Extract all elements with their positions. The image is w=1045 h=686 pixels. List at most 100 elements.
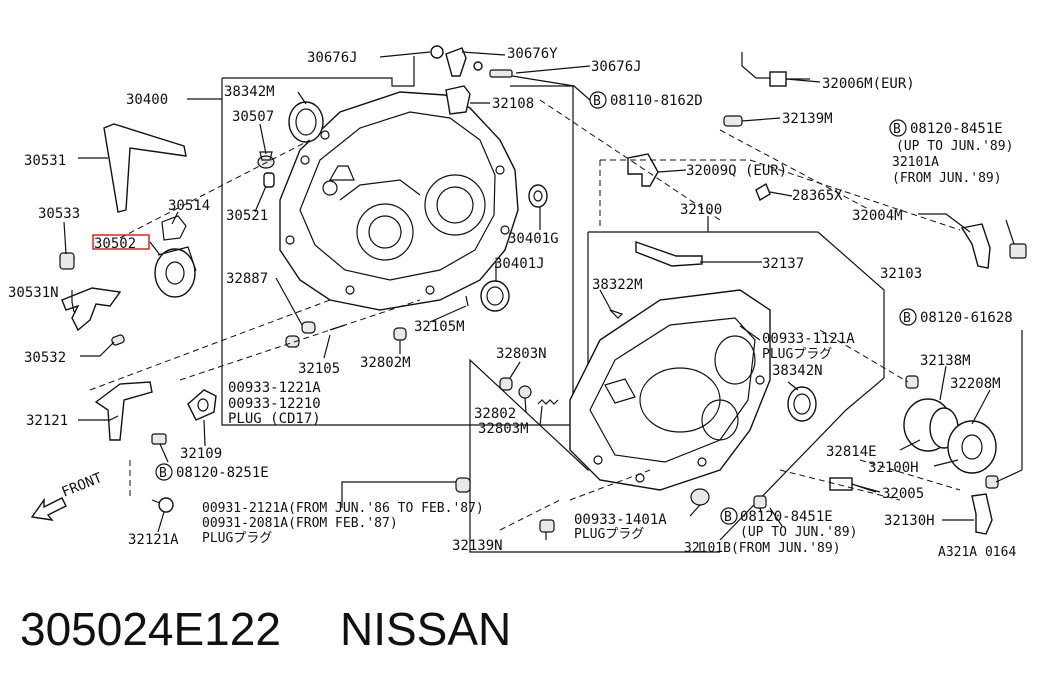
label-32802[interactable]: 32802 bbox=[474, 406, 516, 422]
label-32100[interactable]: 32100 bbox=[680, 202, 722, 218]
plug-32887 bbox=[285, 321, 316, 348]
seal-38342N bbox=[787, 386, 817, 422]
label-00933-1401A[interactable]: 00933-1401A bbox=[574, 512, 667, 528]
bolt-32121A bbox=[151, 497, 174, 513]
label-32121[interactable]: 32121 bbox=[26, 413, 68, 429]
sensor-32006M bbox=[741, 52, 810, 87]
label-00931-2081A[interactable]: 00931-2081A(FROM FEB.'87) bbox=[202, 516, 398, 531]
spring-32803M bbox=[537, 399, 559, 405]
pin-30521 bbox=[263, 172, 275, 188]
label-30532[interactable]: 30532 bbox=[24, 350, 66, 366]
label-30521[interactable]: 30521 bbox=[226, 208, 268, 224]
label-30676J-b[interactable]: 30676J bbox=[591, 59, 642, 75]
label-30401G[interactable]: 30401G bbox=[508, 231, 559, 247]
label-32803N[interactable]: 32803N bbox=[496, 346, 547, 362]
leader-lines bbox=[63, 51, 1023, 552]
label-00933-1221A[interactable]: 00933-1221A bbox=[228, 380, 321, 396]
bolt-08120-8451E-bottom bbox=[753, 495, 767, 509]
dashed-assembly-lines bbox=[89, 99, 961, 531]
label-08120-8451E-bottom[interactable]: 08120-8451E bbox=[740, 509, 833, 525]
label-28365X[interactable]: 28365X bbox=[792, 188, 843, 204]
bracket-32121 bbox=[94, 381, 153, 441]
label-30400[interactable]: 30400 bbox=[126, 92, 168, 108]
label-32208M[interactable]: 32208M bbox=[950, 376, 1001, 392]
bolt-symbol-letter: B bbox=[903, 311, 911, 326]
label-reference-code: A321A 0164 bbox=[938, 545, 1016, 560]
bolt-symbol bbox=[589, 91, 607, 109]
lever-30531 bbox=[103, 123, 187, 213]
label-38342M[interactable]: 38342M bbox=[224, 84, 275, 100]
sensor-32005 bbox=[829, 477, 877, 493]
caption-brand: NISSAN bbox=[340, 603, 511, 655]
label-32803M[interactable]: 32803M bbox=[478, 421, 529, 437]
label-32802M[interactable]: 32802M bbox=[360, 355, 411, 371]
label-32105M[interactable]: 32105M bbox=[414, 319, 465, 335]
part-32109 bbox=[187, 389, 217, 421]
bolt-32139M bbox=[723, 115, 743, 127]
bolt-08120-61628 bbox=[985, 475, 999, 489]
label-30507[interactable]: 30507 bbox=[232, 109, 274, 125]
label-32108[interactable]: 32108 bbox=[492, 96, 534, 112]
transmission-case-drawing bbox=[569, 289, 771, 491]
label-30514[interactable]: 30514 bbox=[168, 198, 210, 214]
magnet-32108 bbox=[445, 85, 471, 115]
plug-00931 bbox=[455, 477, 471, 493]
label-32130H[interactable]: 32130H bbox=[884, 513, 935, 529]
bolt-symbol-letter: B bbox=[893, 122, 901, 137]
label-30502[interactable]: 30502 bbox=[94, 236, 136, 252]
label-08120-61628[interactable]: 08120-61628 bbox=[920, 310, 1013, 326]
label-32887[interactable]: 32887 bbox=[226, 271, 268, 287]
washer-30676J bbox=[473, 61, 513, 78]
label-32103[interactable]: 32103 bbox=[880, 266, 922, 282]
label-00933-1121A[interactable]: 00933-1121A bbox=[762, 331, 855, 347]
bolt-symbol-letter: B bbox=[593, 94, 601, 109]
bolt-symbol bbox=[899, 308, 917, 326]
plug-32803N bbox=[499, 377, 532, 399]
label-32814E[interactable]: 32814E bbox=[826, 444, 877, 460]
label-38342N[interactable]: 38342N bbox=[772, 363, 823, 379]
label-30401J[interactable]: 30401J bbox=[494, 256, 545, 272]
label-30676J-a[interactable]: 30676J bbox=[307, 50, 358, 66]
label-32121A[interactable]: 32121A bbox=[128, 532, 179, 548]
pin-30507 bbox=[257, 151, 275, 169]
bolt-symbol bbox=[155, 463, 173, 481]
label-30533[interactable]: 30533 bbox=[38, 206, 80, 222]
bracket-32130H bbox=[971, 493, 993, 535]
bolt-32139N bbox=[539, 519, 555, 533]
label-32100H[interactable]: 32100H bbox=[868, 460, 919, 476]
label-30676Y[interactable]: 30676Y bbox=[507, 46, 558, 62]
label-plug-b: PLUGプラグ bbox=[202, 531, 272, 546]
bolt-symbol bbox=[720, 507, 738, 525]
label-30531N[interactable]: 30531N bbox=[8, 285, 59, 301]
label-08110-8162D[interactable]: 08110-8162D bbox=[610, 93, 703, 109]
label-front: FRONT bbox=[60, 470, 106, 501]
label-30531[interactable]: 30531 bbox=[24, 153, 66, 169]
clutch-housing-drawing bbox=[279, 91, 519, 311]
label-32138M[interactable]: 32138M bbox=[920, 353, 971, 369]
pin-32105M bbox=[465, 295, 469, 307]
label-00933-12210[interactable]: 00933-12210 bbox=[228, 396, 321, 412]
bolt-symbol bbox=[889, 119, 907, 137]
label-32005[interactable]: 32005 bbox=[882, 486, 924, 502]
label-38322M[interactable]: 38322M bbox=[592, 277, 643, 293]
label-32004M[interactable]: 32004M bbox=[852, 208, 903, 224]
spring-30533 bbox=[58, 252, 76, 270]
seal-38342M bbox=[288, 101, 324, 143]
highlight-box-30502 bbox=[92, 234, 150, 250]
label-32101B[interactable]: 32101B(FROM JUN.'89) bbox=[684, 541, 841, 556]
bolt-08120-8251E bbox=[151, 433, 167, 445]
label-32101A[interactable]: 32101A bbox=[892, 155, 939, 170]
label-08120-8451E-top[interactable]: 08120-8451E bbox=[910, 121, 1003, 137]
label-32105[interactable]: 32105 bbox=[298, 361, 340, 377]
label-32139M[interactable]: 32139M bbox=[782, 111, 833, 127]
label-08120-8251E[interactable]: 08120-8251E bbox=[176, 465, 269, 481]
label-32009Q[interactable]: 32009Q (EUR) bbox=[686, 163, 787, 179]
label-32006M[interactable]: 32006M(EUR) bbox=[822, 76, 915, 92]
link-30676Y bbox=[445, 47, 467, 77]
label-plug-a: PLUGプラグ bbox=[762, 347, 832, 362]
caption: 305024E122 NISSAN bbox=[20, 603, 511, 655]
label-32109[interactable]: 32109 bbox=[180, 446, 222, 462]
label-00931-2121A[interactable]: 00931-2121A(FROM JUN.'86 TO FEB.'87) bbox=[202, 501, 484, 516]
label-32137[interactable]: 32137 bbox=[762, 256, 804, 272]
label-32139N[interactable]: 32139N bbox=[452, 538, 503, 554]
